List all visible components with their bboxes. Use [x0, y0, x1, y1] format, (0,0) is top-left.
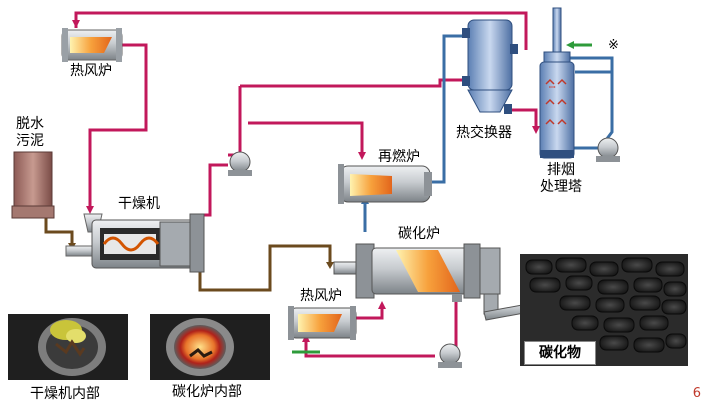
hot-gas-arrow-icon: [72, 20, 80, 28]
label-hot-air-furnace-top: 热风炉: [70, 63, 112, 79]
sludge-piping: [44, 218, 332, 292]
exhaust-piping: [363, 34, 614, 232]
label-carbide-product: 碳化物: [524, 341, 596, 365]
carbonizer-inlet-arrow-icon: [378, 301, 386, 309]
dryer-exhaust-fan: [228, 151, 252, 176]
svg-text:ꟷ: ꟷ: [549, 83, 556, 92]
dryer: [65, 213, 205, 273]
carbonizer-inside-photo: [150, 314, 270, 380]
tower-circulation-pump: [596, 137, 620, 162]
label-carbonizer-inside: 碳化炉内部: [172, 384, 242, 400]
heat-exchanger: [462, 19, 518, 114]
char-feed-arrow-icon: [326, 262, 334, 269]
label-dryer: 干燥机: [118, 196, 160, 212]
bottom-blower: [438, 343, 462, 368]
label-reburner: 再燃炉: [378, 149, 420, 165]
label-carbonization-furnace: 碳化炉: [398, 226, 440, 242]
tower-inlet-arrow-icon: [532, 126, 540, 134]
dryer-inlet-arrow-icon: [86, 206, 94, 214]
carbonization-furnace: [333, 243, 501, 315]
label-hot-air-furnace-bottom: 热风炉: [300, 288, 342, 304]
hot-air-furnace-bottom: [288, 306, 357, 340]
label-heat-exchanger: 热交换器: [456, 125, 512, 141]
hot-gas-piping: [74, 11, 538, 358]
sludge-hopper: [11, 151, 55, 219]
label-flue-gas-tower: 排烟 处理塔: [540, 162, 582, 195]
note-mark: ※: [608, 38, 619, 53]
reburner-inlet-arrow-icon: [358, 152, 366, 160]
flue-gas-tower: ꟷ: [539, 7, 575, 159]
dryer-inside-photo: [8, 314, 128, 380]
label-dewatered-sludge: 脱水 污泥: [16, 116, 44, 149]
air-arrow-icon: [566, 41, 574, 49]
hot-air-furnace-top: [61, 28, 123, 62]
page-number: 6: [692, 386, 701, 401]
label-dryer-inside: 干燥机内部: [30, 386, 100, 402]
reburner: [338, 164, 432, 204]
